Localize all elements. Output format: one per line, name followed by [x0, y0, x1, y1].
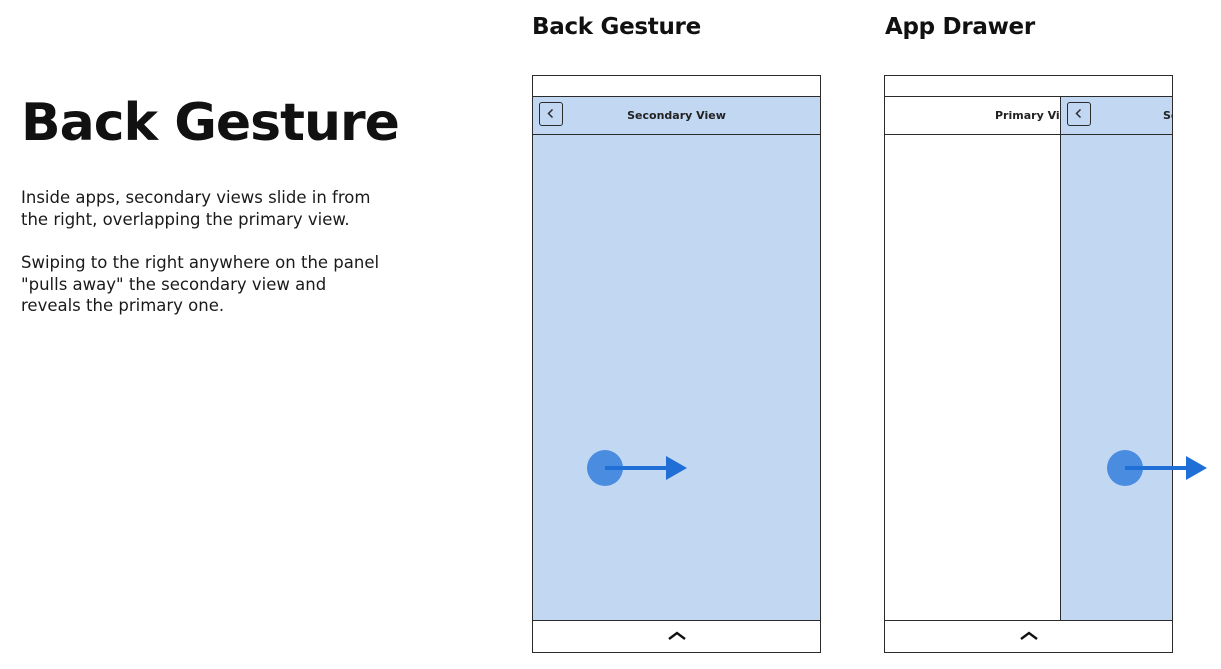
back-button[interactable] [1067, 102, 1091, 126]
swipe-right-arrow-icon [587, 450, 687, 486]
swipe-right-arrow-icon [1107, 450, 1207, 486]
status-bar [533, 76, 820, 97]
back-gesture-phone-mockup: Secondary View [532, 75, 821, 653]
description-paragraph-1: Inside apps, secondary views slide in fr… [21, 188, 371, 229]
primary-view-header: Primary View [885, 97, 1172, 135]
sliding-secondary-view-header: Secondary View [1061, 97, 1172, 135]
chevron-up-icon[interactable] [1019, 630, 1039, 642]
navigation-bar [533, 620, 820, 652]
secondary-view-panel[interactable]: Secondary View [533, 97, 820, 620]
chevron-left-icon [547, 108, 554, 119]
status-bar [885, 76, 1172, 97]
chevron-left-icon [1075, 108, 1082, 119]
navigation-bar [885, 620, 1172, 652]
back-button[interactable] [539, 102, 563, 126]
secondary-view-title: Secondary View [627, 109, 726, 122]
secondary-view-header: Secondary View [533, 97, 820, 135]
page-title: Back Gesture [21, 93, 400, 153]
app-drawer-heading: App Drawer [885, 14, 1035, 40]
back-gesture-heading: Back Gesture [532, 14, 701, 40]
sliding-secondary-view-title: Secondary View [1163, 109, 1172, 122]
app-drawer-phone-mockup: Primary View Secondary View [884, 75, 1173, 653]
primary-view-title: Primary View [995, 109, 1078, 122]
sliding-secondary-view-panel[interactable]: Secondary View [1060, 97, 1172, 620]
chevron-up-icon[interactable] [667, 630, 687, 642]
description-paragraph-2: Swiping to the right anywhere on the pan… [21, 253, 380, 315]
